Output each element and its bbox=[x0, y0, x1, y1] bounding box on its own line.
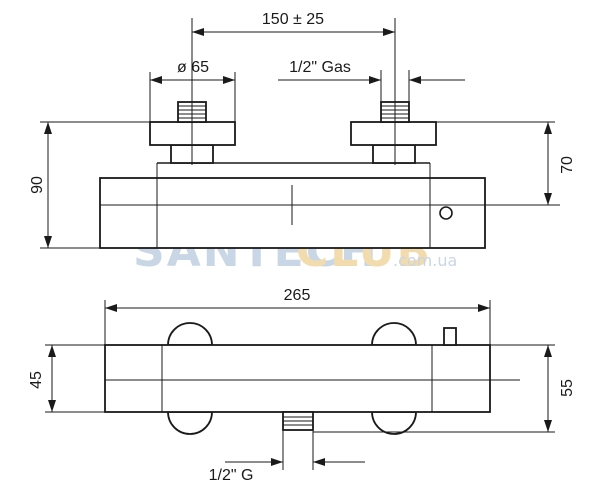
dim-center-spacing: 150 ± 25 bbox=[191, 11, 396, 165]
right-connector-flange bbox=[350, 121, 437, 146]
plan-left-disc-top bbox=[167, 322, 213, 346]
label-outlet-thread: 1/2" G bbox=[209, 467, 254, 484]
plan-button bbox=[443, 327, 457, 346]
dim-length: 265 bbox=[104, 287, 491, 345]
plan-view bbox=[104, 322, 520, 435]
label-depth-body: 45 bbox=[28, 371, 45, 389]
label-inlet-thread: 1/2" Gas bbox=[289, 59, 351, 76]
front-view bbox=[99, 101, 560, 249]
dim-diameter: ø 65 bbox=[149, 59, 236, 122]
label-height-total: 90 bbox=[29, 176, 46, 194]
label-length: 265 bbox=[284, 287, 311, 304]
dim-height-body: 70 bbox=[436, 121, 576, 206]
label-center-spacing: 150 ± 25 bbox=[262, 11, 324, 28]
dim-inlet-thread: 1/2" Gas bbox=[278, 59, 465, 102]
right-connector-nut bbox=[372, 144, 416, 164]
dim-outlet-thread: 1/2" G bbox=[209, 430, 365, 484]
label-depth-total: 55 bbox=[559, 379, 576, 397]
dim-height-total: 90 bbox=[29, 121, 150, 249]
plan-left-disc-bottom bbox=[167, 411, 213, 435]
front-button bbox=[439, 206, 453, 220]
label-diameter: ø 65 bbox=[177, 59, 209, 76]
dim-depth-total: 55 bbox=[313, 344, 576, 433]
label-height-body: 70 bbox=[559, 156, 576, 174]
watermark-domain: .com.ua bbox=[393, 251, 457, 270]
plan-right-disc-top bbox=[371, 322, 417, 346]
dim-depth-body: 45 bbox=[28, 344, 105, 413]
plan-body bbox=[104, 344, 491, 413]
plan-right-disc-bottom bbox=[371, 411, 417, 435]
